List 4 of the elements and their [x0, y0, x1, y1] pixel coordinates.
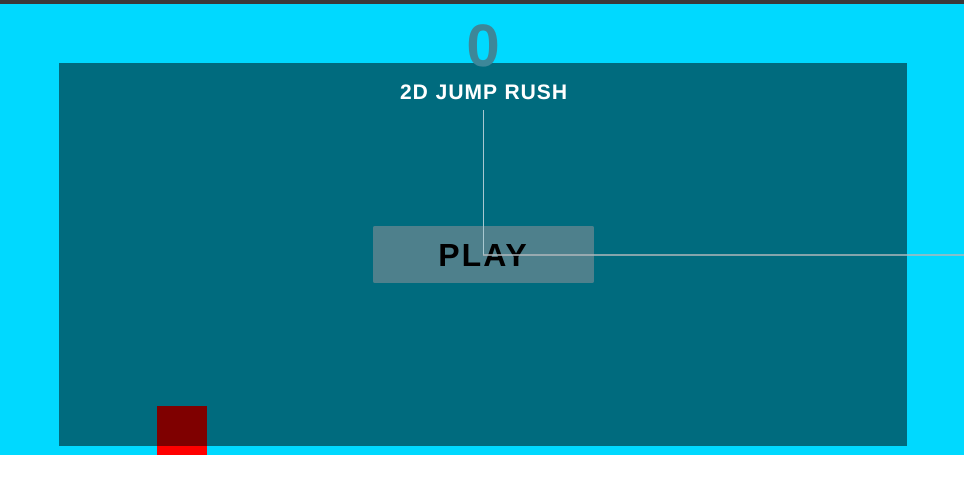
score-counter: 0	[465, 16, 501, 76]
play-button: PLAY	[373, 226, 594, 283]
player-square	[157, 406, 207, 455]
game-title: 2D JUMP RUSH	[399, 81, 569, 105]
